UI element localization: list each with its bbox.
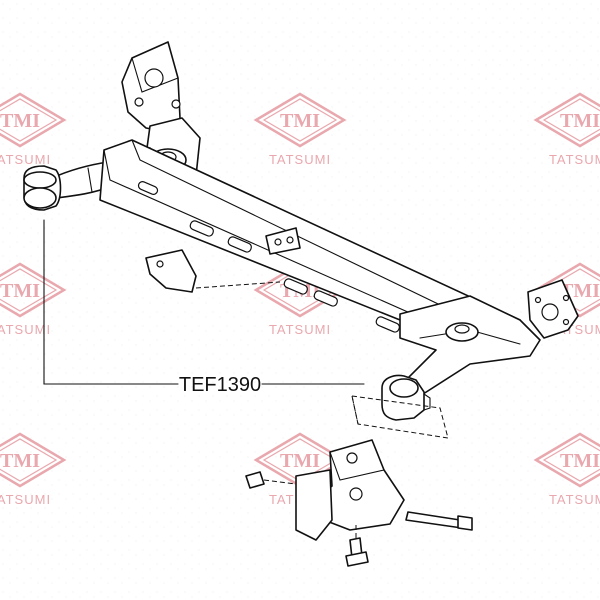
watermark-diamond: [0, 262, 67, 318]
watermark-logo-text: TMI: [0, 110, 40, 132]
watermark-brand-text: TATSUMI: [269, 322, 331, 337]
watermark-logo-text: TMI: [560, 450, 600, 472]
right-trailing-arm: [399, 295, 541, 397]
watermark-brand-text: TATSUMI: [549, 152, 600, 167]
watermark-logo: TMI TATSUMI: [253, 92, 347, 167]
watermark-diamond: [0, 432, 67, 488]
watermark-brand-text: TATSUMI: [0, 152, 51, 167]
watermark-diamond: [253, 92, 347, 148]
watermark-layer: TMI TATSUMI TMI TATSUMI TMI TATSUMI TMI TATSUMI…: [0, 92, 600, 507]
watermark-diamond: [533, 432, 600, 488]
watermark-logo: TMI TATSUMI: [0, 432, 67, 507]
callout-leader-left: [43, 219, 179, 385]
watermark-brand-text: TATSUMI: [0, 322, 51, 337]
watermark-logo: TMI TATSUMI: [533, 432, 600, 507]
watermark-logo-text: TMI: [280, 110, 320, 132]
beam-slots: [137, 181, 400, 333]
watermark-logo-text: TMI: [0, 450, 40, 472]
mount-nut: [245, 471, 265, 489]
watermark-logo: TMI TATSUMI: [0, 92, 67, 167]
rear-axle-beam-drawing: [23, 41, 579, 567]
watermark-logo-text: TMI: [560, 110, 600, 132]
watermark-diamond: [533, 92, 600, 148]
watermark-brand-text: TATSUMI: [549, 492, 600, 507]
watermark-diamond: [0, 92, 67, 148]
watermark-logo-text: TMI: [280, 450, 320, 472]
watermark-brand-text: TATSUMI: [0, 492, 51, 507]
watermark-logo: TMI TATSUMI: [0, 262, 67, 337]
watermark-logo-text: TMI: [0, 280, 40, 302]
brake-hose-bracket: [145, 249, 197, 293]
bracket-hole: [144, 68, 164, 88]
beam-clip-bracket: [265, 227, 301, 255]
watermark-brand-text: TATSUMI: [269, 152, 331, 167]
part-number-label: TEF1390: [179, 374, 261, 396]
watermark-logo: TMI TATSUMI: [533, 92, 600, 167]
